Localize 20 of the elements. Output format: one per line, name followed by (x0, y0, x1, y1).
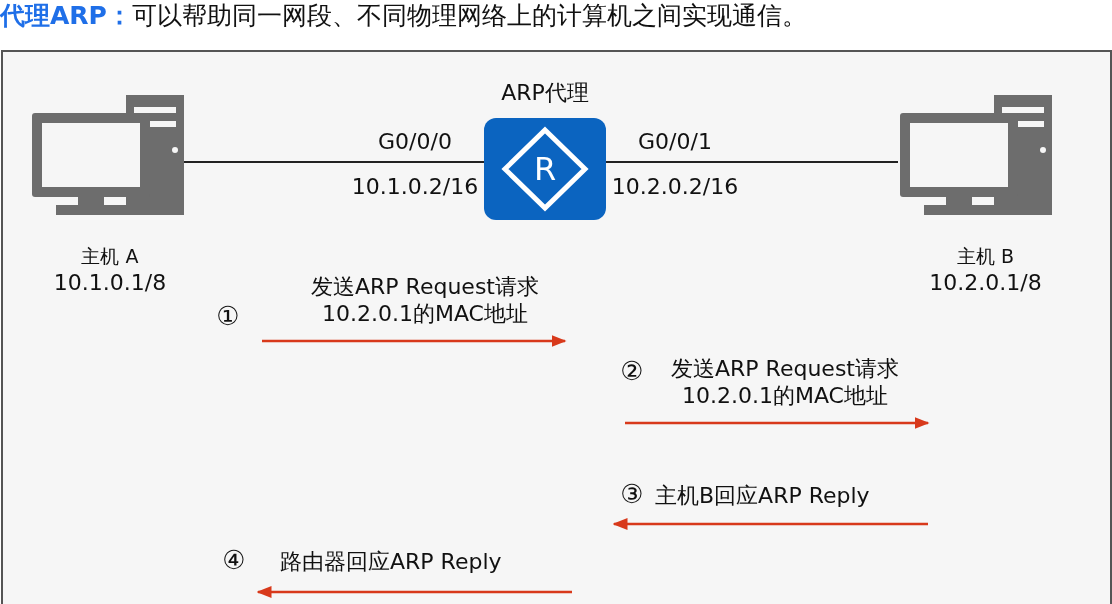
host-name: 主机 B (955, 244, 1016, 269)
interface-name: G0/0/0 (377, 128, 453, 155)
message-text: 发送ARP Request请求 10.2.0.1的MAC地址 (310, 273, 540, 327)
ip-address: 10.2.0.2/16 (610, 173, 740, 200)
router-letter: R (532, 150, 558, 188)
message-text: 发送ARP Request请求 10.2.0.1的MAC地址 (670, 355, 900, 409)
ip-address: 10.2.0.1/8 (928, 270, 1043, 296)
ip-address: 10.1.0.2/16 (350, 173, 480, 200)
link-line (605, 161, 899, 163)
step-number: ① (215, 303, 241, 330)
ip-address: 10.1.0.1/8 (52, 270, 168, 296)
device-name: ARP代理 (500, 80, 590, 106)
step-number: ② (619, 358, 645, 385)
title: 代理ARP：可以帮助同一网段、不同物理网络上的计算机之间实现通信。 (0, 0, 808, 32)
step-number: ③ (619, 481, 645, 508)
interface-name: G0/0/1 (637, 128, 713, 155)
message-text: 路由器回应ARP Reply (280, 548, 503, 575)
step-number: ④ (221, 547, 247, 574)
message-text: 主机B回应ARP Reply (655, 482, 871, 509)
host-name: 主机 A (80, 244, 140, 269)
